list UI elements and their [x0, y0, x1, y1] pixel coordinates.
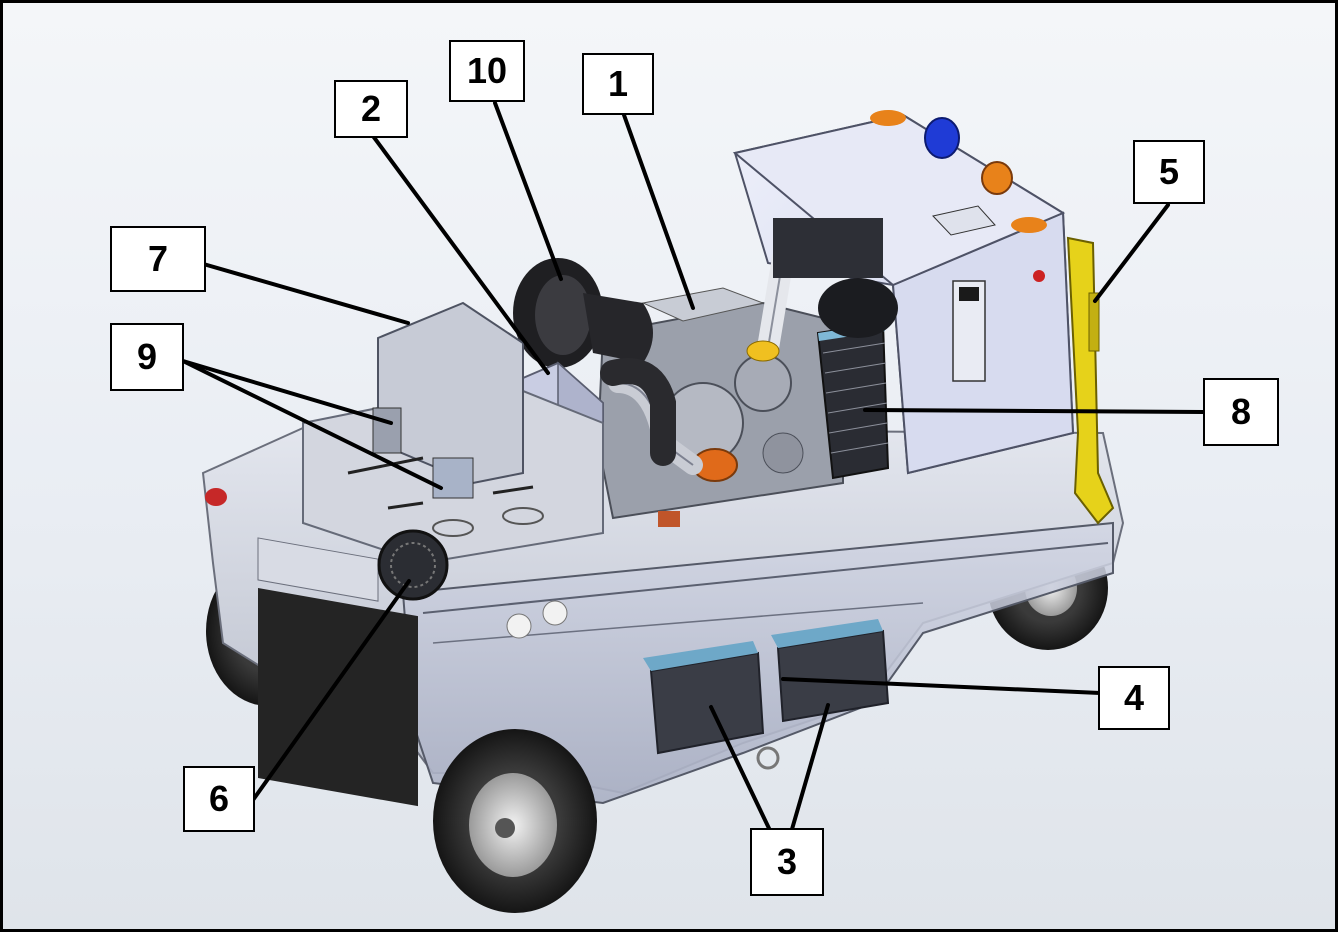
callout-2: 2 — [334, 80, 408, 138]
callout-5-label: 5 — [1159, 151, 1179, 193]
leader-line-7 — [193, 261, 408, 323]
callout-8-label: 8 — [1231, 391, 1251, 433]
callout-10: 10 — [449, 40, 525, 102]
front-wheel — [433, 729, 597, 913]
callout-8: 8 — [1203, 378, 1279, 446]
callout-2-label: 2 — [361, 88, 381, 130]
leader-line-10 — [495, 103, 561, 279]
callout-4: 4 — [1098, 666, 1170, 730]
callout-10-label: 10 — [467, 50, 507, 92]
callout-6-label: 6 — [209, 778, 229, 820]
leader-line-1 — [624, 115, 693, 308]
leader-line-8 — [865, 410, 1203, 412]
callout-9-label: 9 — [137, 336, 157, 378]
callout-5: 5 — [1133, 140, 1205, 204]
callout-6: 6 — [183, 766, 255, 832]
callout-1-label: 1 — [608, 63, 628, 105]
callout-9: 9 — [110, 323, 184, 391]
callout-7-label: 7 — [148, 238, 168, 280]
callout-1: 1 — [582, 53, 654, 115]
callout-3-label: 3 — [777, 841, 797, 883]
callout-3: 3 — [750, 828, 824, 896]
callout-7: 7 — [110, 226, 206, 292]
callout-4-label: 4 — [1124, 677, 1144, 719]
leader-line-5 — [1095, 205, 1168, 301]
